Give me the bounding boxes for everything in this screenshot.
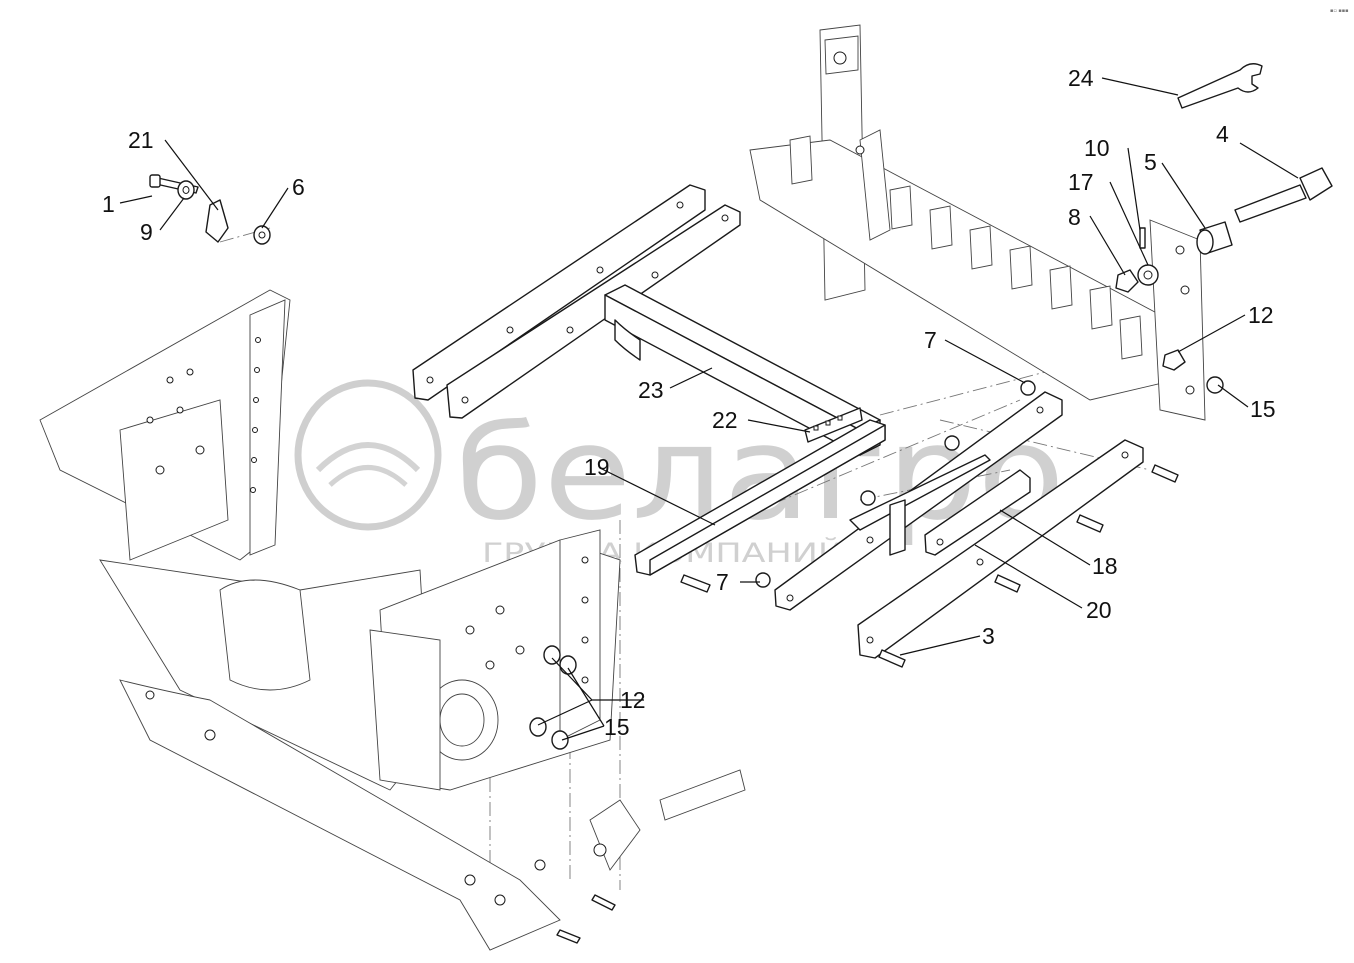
callout-17: 17 xyxy=(1068,169,1094,195)
callout-6: 6 xyxy=(292,174,305,200)
callout-21: 21 xyxy=(128,127,154,153)
callout-5: 5 xyxy=(1144,149,1157,175)
callout-9: 9 xyxy=(140,219,153,245)
upper-rails xyxy=(412,184,741,419)
callout-22: 22 xyxy=(712,407,738,433)
combine-frame xyxy=(39,289,746,951)
callout-3: 3 xyxy=(982,623,995,649)
callout-7-top: 7 xyxy=(924,327,937,353)
callout-8: 8 xyxy=(1068,204,1081,230)
divider-comb xyxy=(749,24,1206,421)
callout-24: 24 xyxy=(1068,65,1094,91)
bracket-22 xyxy=(804,407,863,443)
callout-20: 20 xyxy=(1086,597,1112,623)
corner-mark: ▪▫ ▪▪▪ xyxy=(1330,8,1349,14)
lower-rails xyxy=(634,391,1144,659)
leader-lines xyxy=(119,77,1299,741)
callout-10: 10 xyxy=(1084,135,1110,161)
callout-15-left: 15 xyxy=(604,714,630,740)
callout-labels: 24 21 1 9 6 10 5 4 17 8 12 7 15 23 22 19… xyxy=(102,65,1276,740)
callout-19: 19 xyxy=(584,454,610,480)
callout-1: 1 xyxy=(102,191,115,217)
fasteners xyxy=(149,63,1333,944)
callout-15-right: 15 xyxy=(1250,396,1276,422)
callout-12-right: 12 xyxy=(1248,302,1274,328)
callout-12-left: 12 xyxy=(620,687,646,713)
callout-18: 18 xyxy=(1092,553,1118,579)
callout-7-bottom: 7 xyxy=(716,569,729,595)
callout-23: 23 xyxy=(638,377,664,403)
callout-4: 4 xyxy=(1216,121,1229,147)
